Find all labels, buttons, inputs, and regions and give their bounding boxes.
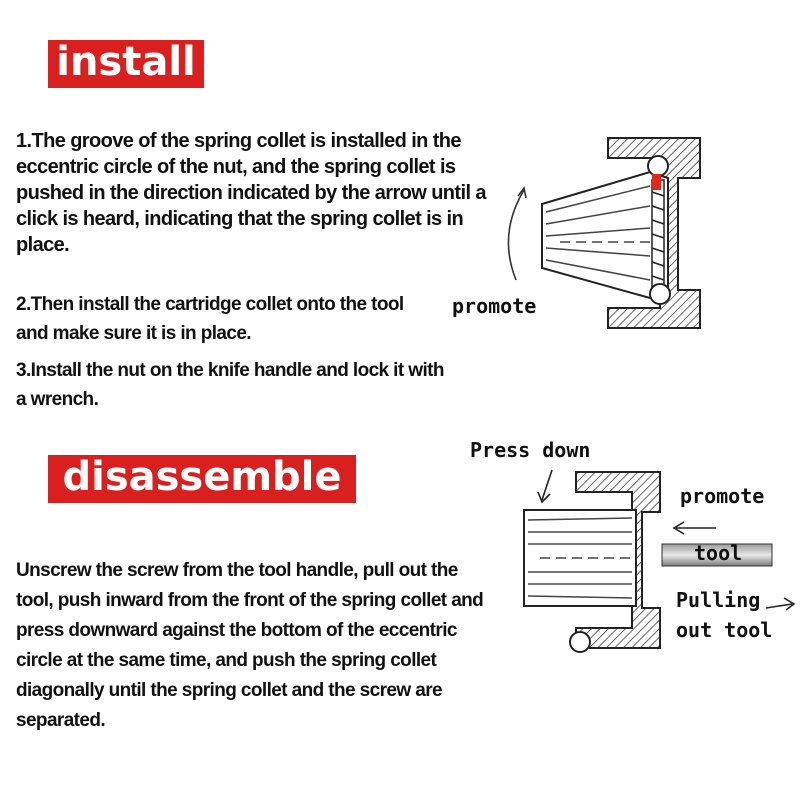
disassemble-diagram (523, 469, 796, 653)
nut-shell (575, 471, 661, 649)
install-diagram (507, 137, 701, 329)
curved-arrow (507, 189, 525, 281)
press-down-label: Press down (470, 438, 591, 462)
pulling-label: Pulling (676, 588, 761, 612)
groove-circle-top (647, 155, 669, 177)
red-marker (652, 174, 661, 190)
disassemble-heading: disassemble (48, 455, 356, 503)
tool-label: tool (694, 541, 743, 565)
eccentric-circle (569, 631, 591, 653)
promote-label-disassemble: promote (680, 484, 765, 508)
promote-label-install: promote (452, 294, 537, 318)
install-step-3: 3.Install the nut on the knife handle an… (16, 360, 444, 410)
press-down-arrow (541, 469, 553, 501)
groove-circle-bottom (649, 283, 671, 305)
pull-arrow (765, 603, 793, 609)
out-tool-label: out tool (676, 618, 773, 642)
disassemble-instructions: Unscrew the screw from the tool handle, … (16, 560, 484, 731)
install-heading: install (48, 40, 204, 88)
tool-rod (661, 543, 773, 567)
install-step-1: 1.The groove of the spring collet is ins… (16, 130, 486, 256)
install-step-2: 2.Then install the cartridge collet onto… (16, 294, 404, 344)
